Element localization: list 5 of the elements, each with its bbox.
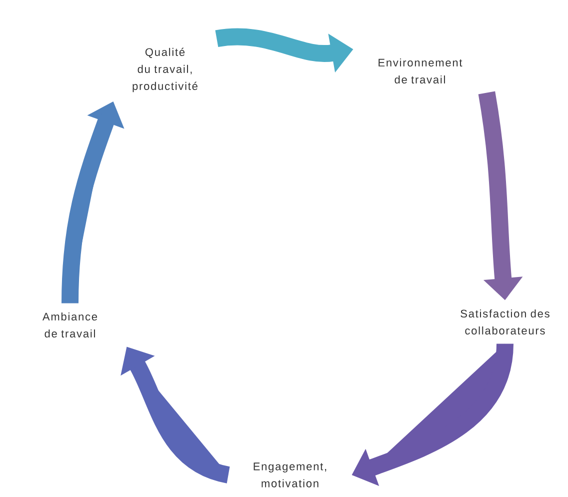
node-label: Qualité du travail, productivité (132, 48, 198, 92)
node-label: Satisfaction des collaborateurs (460, 309, 550, 335)
node-label: Ambiance de travail (42, 312, 98, 338)
node-label: Environnement de travail (378, 58, 462, 84)
node-label: Engagement, motivation (254, 462, 326, 488)
